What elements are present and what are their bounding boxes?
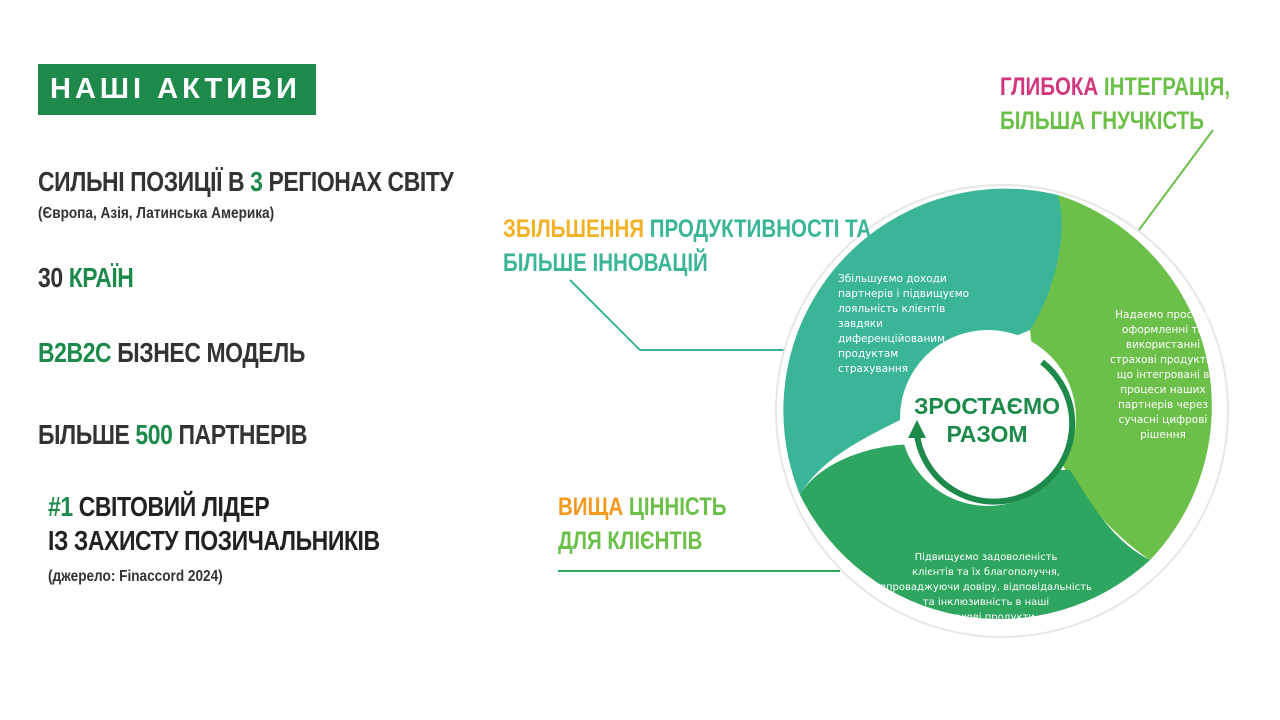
segment-right-line: рішення [1140,429,1186,441]
fact-leader-line2: ІЗ ЗАХИСТУ ПОЗИЧАЛЬНИКІВ [48,525,380,556]
segment-right-line: процеси наших [1120,384,1206,396]
callout-value-line2: ДЛЯ КЛІЄНТІВ [558,527,703,555]
fact-leader-line1: #1 СВІТОВИЙ ЛІДЕР [48,490,380,524]
segment-top-line: диференційованим [838,333,946,345]
cycle-arrow-head [908,420,926,438]
callout-productivity-word2: ПРОДУКТИВНОСТІ ТА [644,215,872,243]
callout-value-word1: ВИЩА [558,493,624,521]
callout-integration-word2: ІНТЕГРАЦІЯ, [1098,73,1231,101]
center-label-line2: РАЗОМ [946,421,1028,447]
fact-partners-pre: БІЛЬШЕ [38,419,136,450]
callout-integration: ГЛИБОКА ІНТЕГРАЦІЯ, БІЛЬША ГНУЧКІСТЬ [1000,70,1230,138]
fact-leader: #1 СВІТОВИЙ ЛІДЕР ІЗ ЗАХИСТУ ПОЗИЧАЛЬНИК… [48,490,380,558]
callout-value-word2: ЦІННІСТЬ [623,493,727,521]
fact-leader-title: СВІТОВИЙ ЛІДЕР [72,491,270,522]
callout-productivity: ЗБІЛЬШЕННЯ ПРОДУКТИВНОСТІ ТА БІЛЬШЕ ІННО… [503,212,871,280]
center-label: ЗРОСТАЄМО РАЗОМ [912,392,1062,448]
segment-right [1030,195,1212,560]
segment-right-text: Надаємо прості в оформленні та використа… [1098,308,1228,443]
segment-right-line: страхові продукти, [1109,354,1217,366]
section-title: НАШІ АКТИВИ [38,64,316,115]
fact-regions-post: РЕГІОНАХ СВІТУ [262,166,454,197]
segment-top [783,188,1062,495]
fact-leader-rank: #1 [48,491,73,522]
segment-bottom [800,444,1150,620]
callout-productivity-line2: БІЛЬШЕ ІННОВАЦІЙ [503,249,708,277]
callout-integration-line2: БІЛЬША ГНУЧКІСТЬ [1000,107,1205,135]
fact-countries-label: КРАЇН [68,262,134,293]
segment-right-line: Надаємо прості в [1115,309,1211,321]
segment-bottom-line: впроваджуючи довіру, відповідальність [880,582,1092,593]
fact-countries: 30 КРАЇН [38,262,134,294]
connector-integration [1135,129,1214,235]
fact-regions-subtitle: (Європа, Азія, Латинська Америка) [38,205,275,222]
segment-right-line: використанні [1125,339,1201,351]
fact-regions-pre: СИЛЬНІ ПОЗИЦІЇ В [38,166,251,197]
callout-value-line1: ВИЩА ЦІННІСТЬ [558,490,726,524]
segment-right-line: що інтегровані в [1116,369,1210,381]
callout-value: ВИЩА ЦІННІСТЬ ДЛЯ КЛІЄНТІВ [558,490,726,558]
fact-model: B2B2C БІЗНЕС МОДЕЛЬ [38,337,305,369]
segment-bottom-line: клієнтів та їх благополуччя, [912,567,1060,578]
callout-productivity-line1: ЗБІЛЬШЕННЯ ПРОДУКТИВНОСТІ ТА [503,212,871,246]
fact-partners-post: ПАРТНЕРІВ [172,419,308,450]
callout-integration-line1: ГЛИБОКА ІНТЕГРАЦІЯ, [1000,70,1230,104]
fact-regions: СИЛЬНІ ПОЗИЦІЇ В 3 РЕГІОНАХ СВІТУ [38,166,454,198]
segment-top-line: страхування [838,363,909,375]
cycle-arrow [914,359,1076,505]
fact-model-type: B2B2C [38,337,112,368]
segment-top-line: Збільшуємо доходи [838,273,947,285]
fact-partners-number: 500 [135,419,173,450]
segment-right-line: партнерів через [1118,399,1208,411]
callout-integration-word1: ГЛИБОКА [1000,73,1099,101]
segment-top-line: продуктам [838,348,899,360]
center-label-line1: ЗРОСТАЄМО [914,393,1060,419]
segment-bottom-text: Підвищуємо задоволеність клієнтів та їх … [866,550,1106,625]
fact-leader-source: (джерело: Finaccord 2024) [48,568,223,585]
segment-top-text: Збільшуємо доходи партнерів і підвищуємо… [838,272,969,377]
segment-bottom-line: та інклюзивність в наші [922,597,1050,608]
callout-productivity-word1: ЗБІЛЬШЕННЯ [503,215,645,243]
connector-productivity [569,279,846,351]
fact-model-label: БІЗНЕС МОДЕЛЬ [111,337,305,368]
fact-partners: БІЛЬШЕ 500 ПАРТНЕРІВ [38,419,307,451]
segment-bottom-line: Підвищуємо задоволеність [914,552,1058,563]
fact-countries-number: 30 [38,262,69,293]
segment-top-line: завдяки [838,318,883,330]
segment-top-line: лояльність клієнтів [838,303,946,315]
segment-right-line: оформленні та [1121,324,1205,336]
center-disc [900,330,1076,506]
segment-top-line: партнерів і підвищуємо [838,288,970,300]
segment-right-line: сучасні цифрові [1118,414,1208,426]
segment-bottom-line: страхові продукти [937,612,1035,623]
fact-regions-number: 3 [250,166,263,197]
